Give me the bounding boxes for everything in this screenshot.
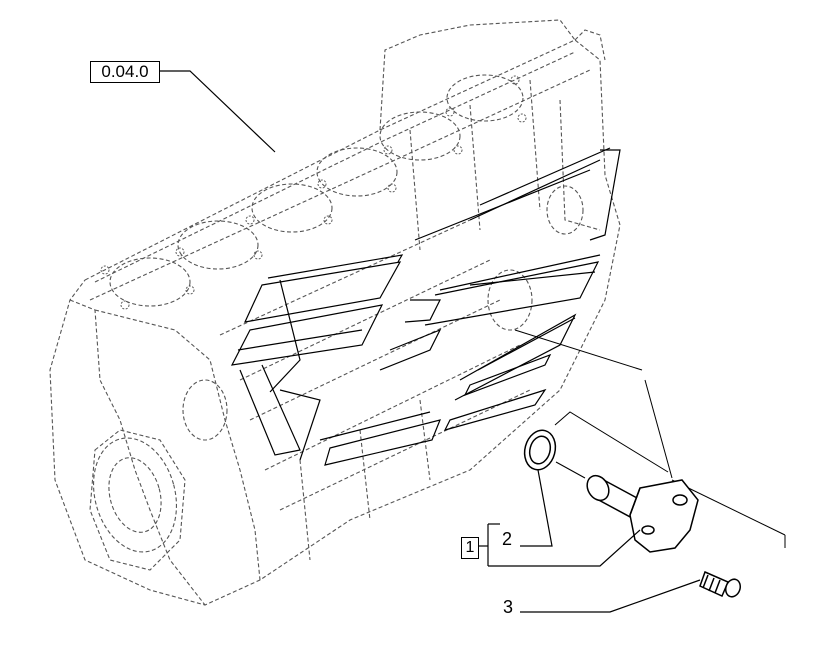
outlet-tube-part-1 xyxy=(586,474,699,553)
oil-passages xyxy=(230,147,621,466)
assembly-number-box: 1 xyxy=(461,537,479,559)
engine-block-outline xyxy=(49,19,621,606)
deck-bolt-holes xyxy=(100,75,527,310)
crankshaft-flange xyxy=(92,185,584,553)
bolt-part-3 xyxy=(699,570,742,598)
part-2-callout: 2 xyxy=(502,529,513,549)
assembly-axis xyxy=(514,329,786,548)
reference-label-box: 0.04.0 xyxy=(90,61,160,83)
part-3-callout: 3 xyxy=(503,597,514,617)
cylinder-bores xyxy=(109,74,524,307)
assembly-number: 1 xyxy=(465,539,475,556)
reference-label: 0.04.0 xyxy=(101,62,149,81)
leader-lines xyxy=(160,70,701,613)
o-ring-part-2 xyxy=(523,429,557,471)
